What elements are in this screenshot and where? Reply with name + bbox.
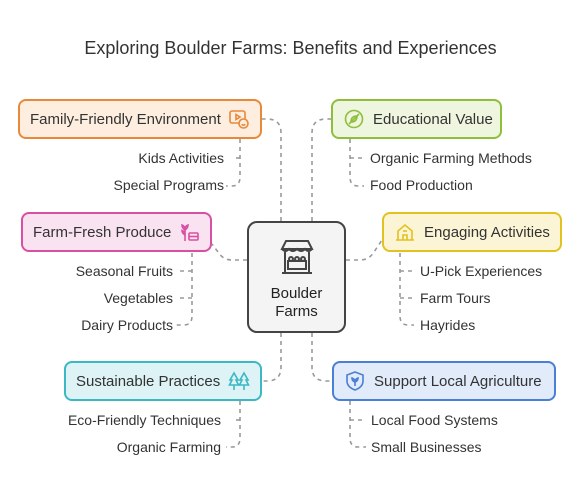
produce-item-2: Vegetables	[103, 290, 173, 306]
shield-leaf-icon	[344, 370, 366, 392]
diagram-title: Exploring Boulder Farms: Benefits and Ex…	[84, 38, 497, 58]
no-leaf-icon	[343, 108, 365, 130]
sustainable-item-2: Organic Farming	[116, 439, 221, 455]
farm-stand-icon	[249, 237, 344, 277]
family-friendly-node: Family-Friendly Environment	[18, 99, 262, 139]
family-item-2: Special Programs	[113, 177, 225, 193]
local-item-2: Small Businesses	[371, 439, 482, 455]
barn-icon	[394, 221, 416, 243]
center-label-line-2: Farms	[275, 303, 318, 320]
boulder-farms-center-node: Boulder Farms	[247, 221, 346, 333]
support-local-agriculture-node: Support Local Agriculture	[332, 361, 556, 401]
produce-item-1: Seasonal Fruits	[75, 263, 173, 279]
wheat-basket-icon	[178, 221, 200, 243]
engaging-activities-node: Engaging Activities	[382, 212, 562, 252]
sustainable-practices-node: Sustainable Practices	[64, 361, 262, 401]
center-label-line-1: Boulder	[270, 285, 323, 302]
sustainable-item-1: Eco-Friendly Techniques	[67, 412, 221, 428]
activities-item-1: U-Pick Experiences	[420, 263, 543, 279]
sustainable-practices-label: Sustainable Practices	[76, 372, 221, 390]
educational-value-node: Educational Value	[331, 99, 502, 139]
education-item-2: Food Production	[370, 177, 473, 193]
engaging-activities-label: Engaging Activities	[424, 223, 550, 241]
play-smile-icon	[228, 108, 250, 130]
educational-value-label: Educational Value	[373, 110, 493, 128]
activities-item-3: Hayrides	[420, 317, 476, 333]
family-item-1: Kids Activities	[138, 150, 224, 166]
activities-item-2: Farm Tours	[420, 290, 491, 306]
farm-fresh-produce-node: Farm-Fresh Produce	[21, 212, 212, 252]
family-friendly-label: Family-Friendly Environment	[30, 110, 221, 128]
support-local-agriculture-label: Support Local Agriculture	[374, 372, 542, 390]
local-item-1: Local Food Systems	[371, 412, 498, 428]
trees-icon	[228, 370, 250, 392]
farm-fresh-produce-label: Farm-Fresh Produce	[33, 223, 172, 241]
education-item-1: Organic Farming Methods	[370, 150, 532, 166]
produce-item-3: Dairy Products	[81, 317, 173, 333]
